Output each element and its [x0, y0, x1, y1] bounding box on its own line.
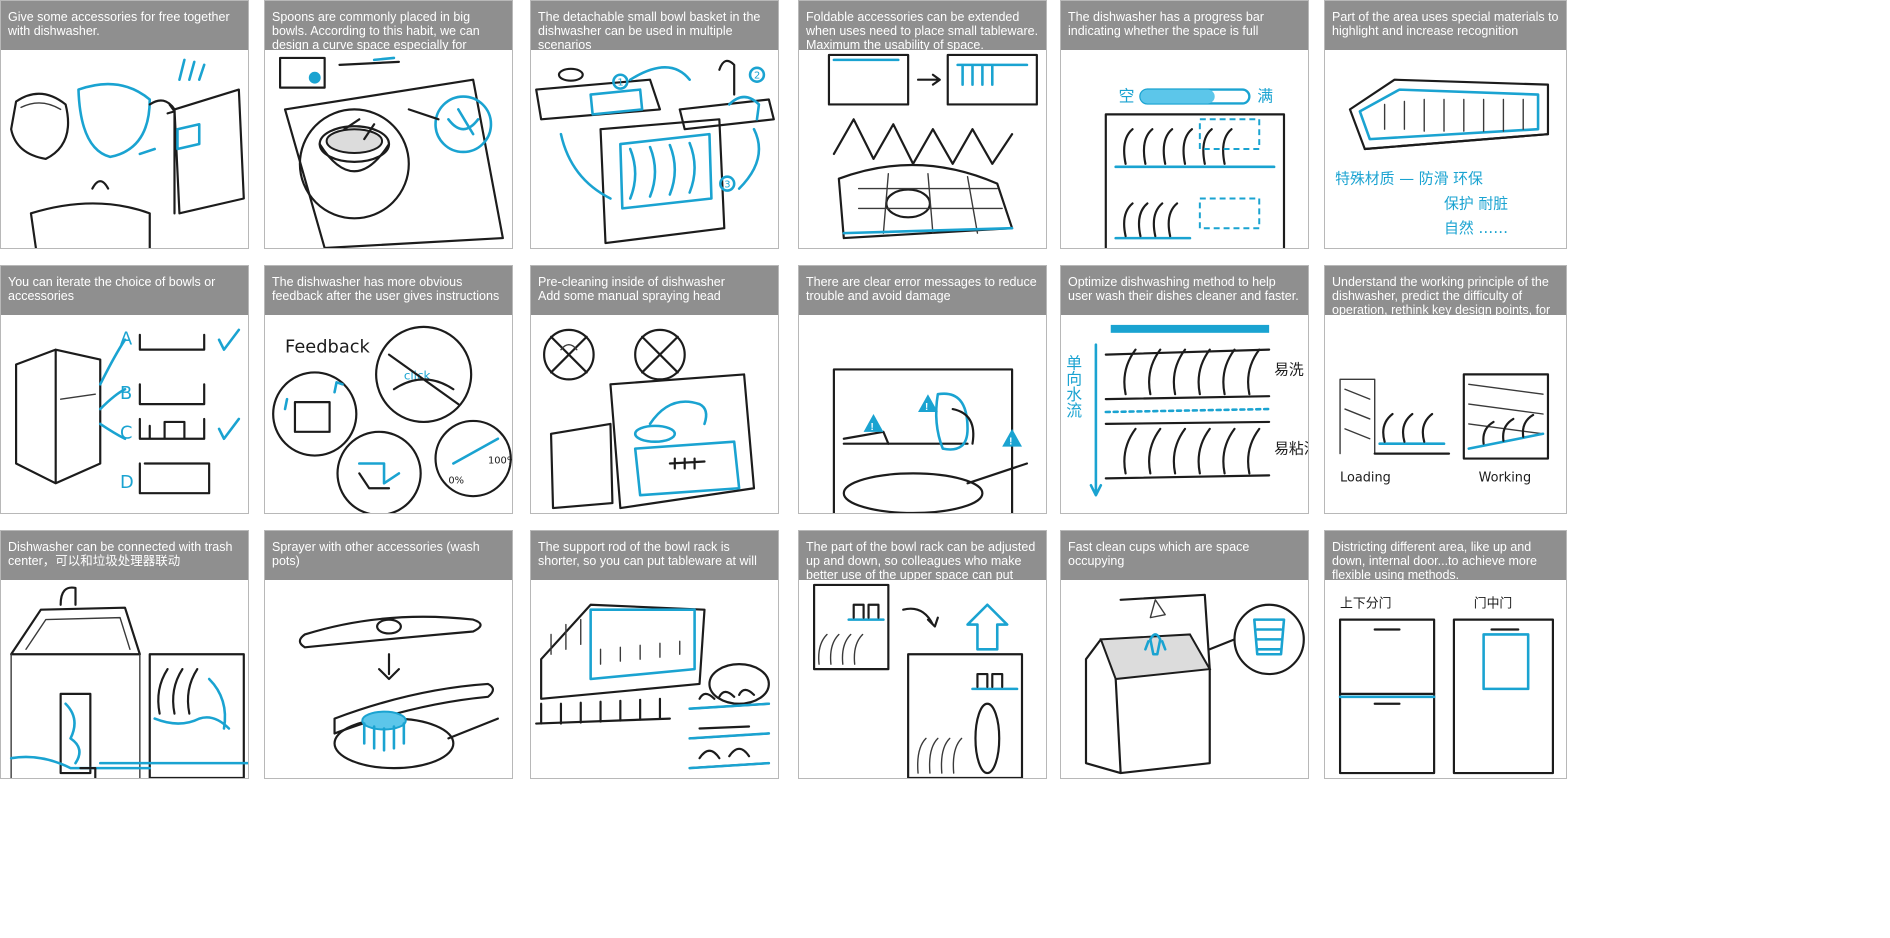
bowl-accessory-sketch [1, 50, 248, 248]
concept-card-7: You can iterate the choice of bowls or a… [0, 265, 249, 514]
option-label: D [120, 472, 134, 493]
progress-bar-sketch: 空 满 [1061, 50, 1308, 248]
concept-card-5: The dishwasher has a progress bar indica… [1060, 0, 1309, 249]
cup-clean-sketch [1061, 580, 1308, 778]
concept-card-13: Dishwasher can be connected with trash c… [0, 530, 249, 779]
option-label: B [120, 383, 132, 404]
concept-card-10: There are clear error messages to reduce… [798, 265, 1047, 514]
card-caption: Optimize dishwashing method to help user… [1061, 266, 1308, 315]
card-caption: The dishwasher has a progress bar indica… [1061, 1, 1308, 50]
detachable-basket-sketch: 1 2 3 [531, 50, 778, 248]
feedback-sketch: Feedback click 100% 0% [265, 315, 512, 513]
tilting-rack-sketch: Loading Working [1325, 315, 1566, 513]
card-caption: Give some accessories for free together … [1, 1, 248, 50]
feedback-word: Feedback [285, 337, 371, 358]
option-label: A [120, 329, 133, 350]
error-message-sketch: ! ! ! [799, 315, 1046, 513]
card-caption: Pre-cleaning inside of dishwasher Add so… [531, 266, 778, 315]
wash-method-sketch: 单向水流 易洗 易粘油 [1061, 315, 1308, 513]
concept-card-6: Part of the area uses special materials … [1324, 0, 1567, 249]
material-note-line-2: 保护 耐脏 [1444, 194, 1508, 212]
easy-wash-label: 易洗 [1274, 360, 1304, 378]
percent-100-label: 100% [488, 456, 512, 467]
up-down-door-label: 上下分门 [1340, 597, 1391, 612]
greasy-label: 易粘油 [1274, 440, 1308, 458]
concept-card-8: The dishwasher has more obvious feedback… [264, 265, 513, 514]
wash-direction-label: 单向水流 [1064, 355, 1083, 420]
sprayer-sketch [265, 580, 512, 778]
card-caption: Dishwasher can be connected with trash c… [1, 531, 248, 580]
concept-card-11: Optimize dishwashing method to help user… [1060, 265, 1309, 514]
card-caption: The part of the bowl rack can be adjuste… [799, 531, 1046, 580]
concept-card-14: Sprayer with other accessories (wash pot… [264, 530, 513, 779]
warning-icon: ! [925, 402, 928, 413]
iterate-accessories-sketch: A B C D [1, 315, 248, 513]
step-label: 1 [617, 78, 623, 89]
concept-card-3: The detachable small bowl basket in the … [530, 0, 779, 249]
trash-center-sketch [1, 580, 248, 778]
card-caption: Districting different area, like up and … [1325, 531, 1566, 580]
progress-full-label: 满 [1257, 86, 1273, 105]
concept-card-16: The part of the bowl rack can be adjuste… [798, 530, 1047, 779]
material-note-line-3: 自然 …… [1444, 219, 1508, 237]
concept-card-12: Understand the working principle of the … [1324, 265, 1567, 514]
card-caption: Foldable accessories can be extended whe… [799, 1, 1046, 50]
concept-card-9: Pre-cleaning inside of dishwasher Add so… [530, 265, 779, 514]
concept-card-4: Foldable accessories can be extended whe… [798, 0, 1047, 249]
door-zoning-sketch: 上下分门 门中门 [1325, 580, 1566, 778]
step-label: 3 [724, 180, 730, 191]
card-caption: There are clear error messages to reduce… [799, 266, 1046, 315]
adjustable-rack-sketch [799, 580, 1046, 778]
option-label: C [120, 423, 132, 444]
inner-door-label: 门中门 [1474, 597, 1513, 612]
card-caption: Fast clean cups which are space occupyin… [1061, 531, 1308, 580]
card-caption: The support rod of the bowl rack is shor… [531, 531, 778, 580]
working-label: Working [1479, 470, 1531, 485]
concept-card-15: The support rod of the bowl rack is shor… [530, 530, 779, 779]
pre-cleaning-sketch [531, 315, 778, 513]
short-rod-sketch [531, 580, 778, 778]
loading-label: Loading [1340, 470, 1391, 485]
foldable-accessory-sketch [799, 50, 1046, 248]
concept-card-2: Spoons are commonly placed in big bowls.… [264, 0, 513, 249]
progress-fill [1140, 89, 1215, 104]
card-caption: The dishwasher has more obvious feedback… [265, 266, 512, 315]
special-material-sketch: 特殊材质 — 防滑 环保 保护 耐脏 自然 …… [1325, 50, 1566, 248]
card-caption: The detachable small bowl basket in the … [531, 1, 778, 50]
step-label: 2 [754, 71, 760, 82]
warning-icon: ! [871, 422, 874, 433]
warning-icon: ! [1009, 437, 1012, 448]
material-note-line-1: 特殊材质 — 防滑 环保 [1335, 170, 1483, 188]
concept-card-1: Give some accessories for free together … [0, 0, 249, 249]
spoon-curve-sketch [265, 50, 512, 248]
card-caption: Spoons are commonly placed in big bowls.… [265, 1, 512, 50]
card-caption: You can iterate the choice of bowls or a… [1, 266, 248, 315]
card-caption: Understand the working principle of the … [1325, 266, 1566, 315]
progress-empty-label: 空 [1119, 86, 1135, 105]
concept-card-18: Districting different area, like up and … [1324, 530, 1567, 779]
card-caption: Part of the area uses special materials … [1325, 1, 1566, 50]
card-caption: Sprayer with other accessories (wash pot… [265, 531, 512, 580]
percent-0-label: 0% [448, 475, 464, 486]
concept-card-17: Fast clean cups which are space occupyin… [1060, 530, 1309, 779]
